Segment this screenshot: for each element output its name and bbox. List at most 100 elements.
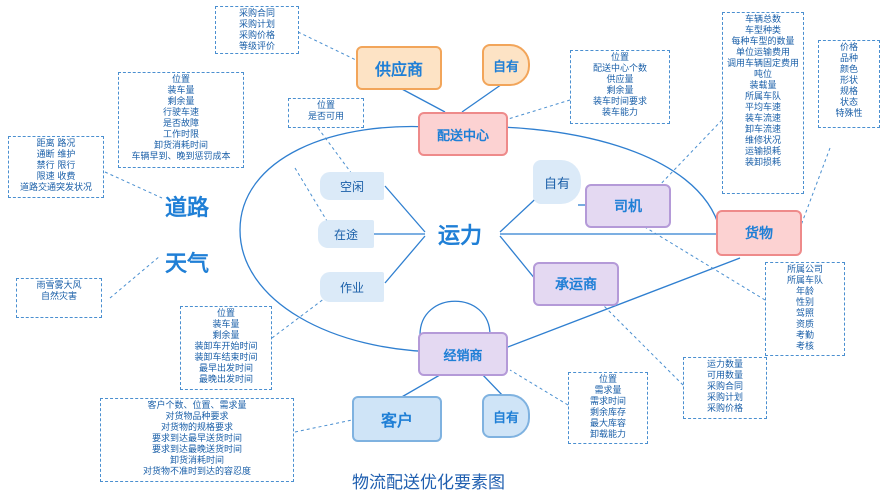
note-road: 距离 路况通断 维护禁行 限行限速 收费道路交通突发状况 <box>8 136 104 198</box>
note-line: 采购合同 <box>706 382 743 392</box>
note-line: 位置 <box>316 101 335 111</box>
dash-dc <box>504 99 571 121</box>
note-line: 剩余库存 <box>589 408 626 418</box>
note-line: 平均车速 <box>744 103 781 113</box>
carrier-node[interactable]: 承运商 <box>533 262 619 306</box>
dash-customer <box>294 419 353 433</box>
dash-driver <box>629 217 766 301</box>
weather-label: 天气 <box>165 252 210 277</box>
note-line: 采购合同 <box>238 9 275 19</box>
dealer-loop <box>419 300 491 336</box>
note-line: 采购计划 <box>238 20 275 30</box>
note-driver: 所属公司所属车队年龄性别驾照资质考勤考核 <box>765 262 845 356</box>
link-dealer-cargo <box>499 257 741 351</box>
customer-node[interactable]: 客户 <box>352 396 442 442</box>
note-line: 价格 <box>839 43 858 53</box>
state-transit[interactable]: 在途 <box>318 220 374 248</box>
supplier-self-node[interactable]: 自有 <box>482 44 530 86</box>
note-line: 客户个数、位置、需求量 <box>147 401 247 411</box>
note-supplier: 采购合同采购计划采购价格等级评价 <box>215 6 299 54</box>
note-line: 卸载能力 <box>589 430 626 440</box>
note-line: 所属车队 <box>744 92 781 102</box>
note-line: 限速 收费 <box>36 172 76 182</box>
note-line: 装卸损耗 <box>744 158 781 168</box>
note-transit: 位置装车量剩余量行驶车速是否故障工作时限卸货消耗时间车辆早到、晚到惩罚成本 <box>118 72 244 168</box>
note-line: 运力数量 <box>706 360 743 370</box>
note-weather: 雨雪雾大风自然灾害 <box>16 278 102 318</box>
link-dealer-customer <box>399 371 446 399</box>
note-line: 品种 <box>839 54 858 64</box>
dist-center-node[interactable]: 配送中心 <box>418 112 508 156</box>
note-customer: 客户个数、位置、需求量对货物品种要求对货物的规格要求要求到达最早送货时间要求到达… <box>100 398 294 482</box>
diagram-title: 物流配送优化要素图 <box>352 473 505 493</box>
note-line: 吨位 <box>753 70 772 80</box>
dash-road <box>104 171 163 199</box>
note-line: 要求到达最早送货时间 <box>151 434 242 444</box>
note-line: 最晚出发时间 <box>198 375 253 385</box>
note-line: 考核 <box>795 342 814 352</box>
customer-self-node[interactable]: 自有 <box>482 394 530 438</box>
cargo-node[interactable]: 货物 <box>716 210 802 256</box>
note-line: 雨雪雾大风 <box>36 281 82 291</box>
note-line: 车辆早到、晚到惩罚成本 <box>131 152 231 162</box>
driver-node[interactable]: 司机 <box>585 184 671 228</box>
link-dealer-self <box>479 371 506 399</box>
note-line: 装车量 <box>167 86 195 96</box>
supplier-node[interactable]: 供应商 <box>356 46 442 90</box>
dash-vehicle <box>654 119 723 191</box>
note-line: 位置 <box>610 53 629 63</box>
note-line: 行驶车速 <box>162 108 199 118</box>
note-line: 卸货消耗时间 <box>153 141 208 151</box>
note-cargo: 价格品种颜色形状规格状态特殊性 <box>818 40 880 128</box>
dash-idle <box>317 127 353 175</box>
branch-idle <box>384 185 426 233</box>
note-line: 需求量 <box>594 386 622 396</box>
note-line: 卸车流速 <box>744 125 781 135</box>
note-line: 维修状况 <box>744 136 781 146</box>
note-line: 距离 路况 <box>36 139 76 149</box>
note-line: 剩余量 <box>606 86 634 96</box>
note-vehicle: 车辆总数车型种类每种车型的数量单位运输费用调用车辆固定费用吨位装载量所属车队平均… <box>722 12 804 194</box>
note-line: 每种车型的数量 <box>731 37 795 47</box>
driver-self-node[interactable]: 自有 <box>533 160 581 204</box>
dealer-node[interactable]: 经销商 <box>418 332 508 376</box>
note-working: 位置装车量剩余量装卸车开始时间装卸车结束时间最早出发时间最晚出发时间 <box>180 306 272 390</box>
note-line: 工作时限 <box>162 130 199 140</box>
state-idle[interactable]: 空闲 <box>320 172 384 200</box>
note-line: 调用车辆固定费用 <box>726 59 799 69</box>
capacity-oval <box>239 125 446 353</box>
note-line: 位置 <box>598 375 617 385</box>
note-line: 年龄 <box>795 287 814 297</box>
note-line: 剩余量 <box>167 97 195 107</box>
link-self-dc <box>461 81 506 113</box>
note-line: 对货物品种要求 <box>165 412 229 422</box>
note-line: 性别 <box>795 298 814 308</box>
note-line: 装卸车开始时间 <box>194 342 258 352</box>
note-line: 卸货消耗时间 <box>169 456 224 466</box>
note-idle: 位置是否可用 <box>288 98 364 128</box>
state-working[interactable]: 作业 <box>320 272 384 302</box>
note-dist-center: 位置配送中心个数供应量剩余量装车时间要求装车能力 <box>570 50 670 124</box>
note-line: 单位运输费用 <box>735 48 790 58</box>
dash-weather <box>109 255 161 299</box>
note-line: 等级评价 <box>238 42 275 52</box>
note-line: 运输损耗 <box>744 147 781 157</box>
note-line: 要求到达最晚送货时间 <box>151 445 242 455</box>
note-line: 最大库容 <box>589 419 626 429</box>
note-line: 自然灾害 <box>40 292 77 302</box>
note-line: 需求时间 <box>589 397 626 407</box>
center-label: 运力 <box>438 224 483 249</box>
note-line: 装车流速 <box>744 114 781 124</box>
dash-cargo <box>799 147 831 229</box>
dash-dealer <box>509 369 569 406</box>
note-line: 是否故障 <box>162 119 199 129</box>
note-line: 状态 <box>839 98 858 108</box>
dash-working <box>271 291 334 339</box>
note-line: 采购计划 <box>706 393 743 403</box>
note-line: 资质 <box>795 320 814 330</box>
note-line: 可用数量 <box>706 371 743 381</box>
note-line: 装车量 <box>212 320 240 330</box>
note-line: 规格 <box>839 87 858 97</box>
note-line: 对货物不准时到达的容忍度 <box>142 467 251 477</box>
